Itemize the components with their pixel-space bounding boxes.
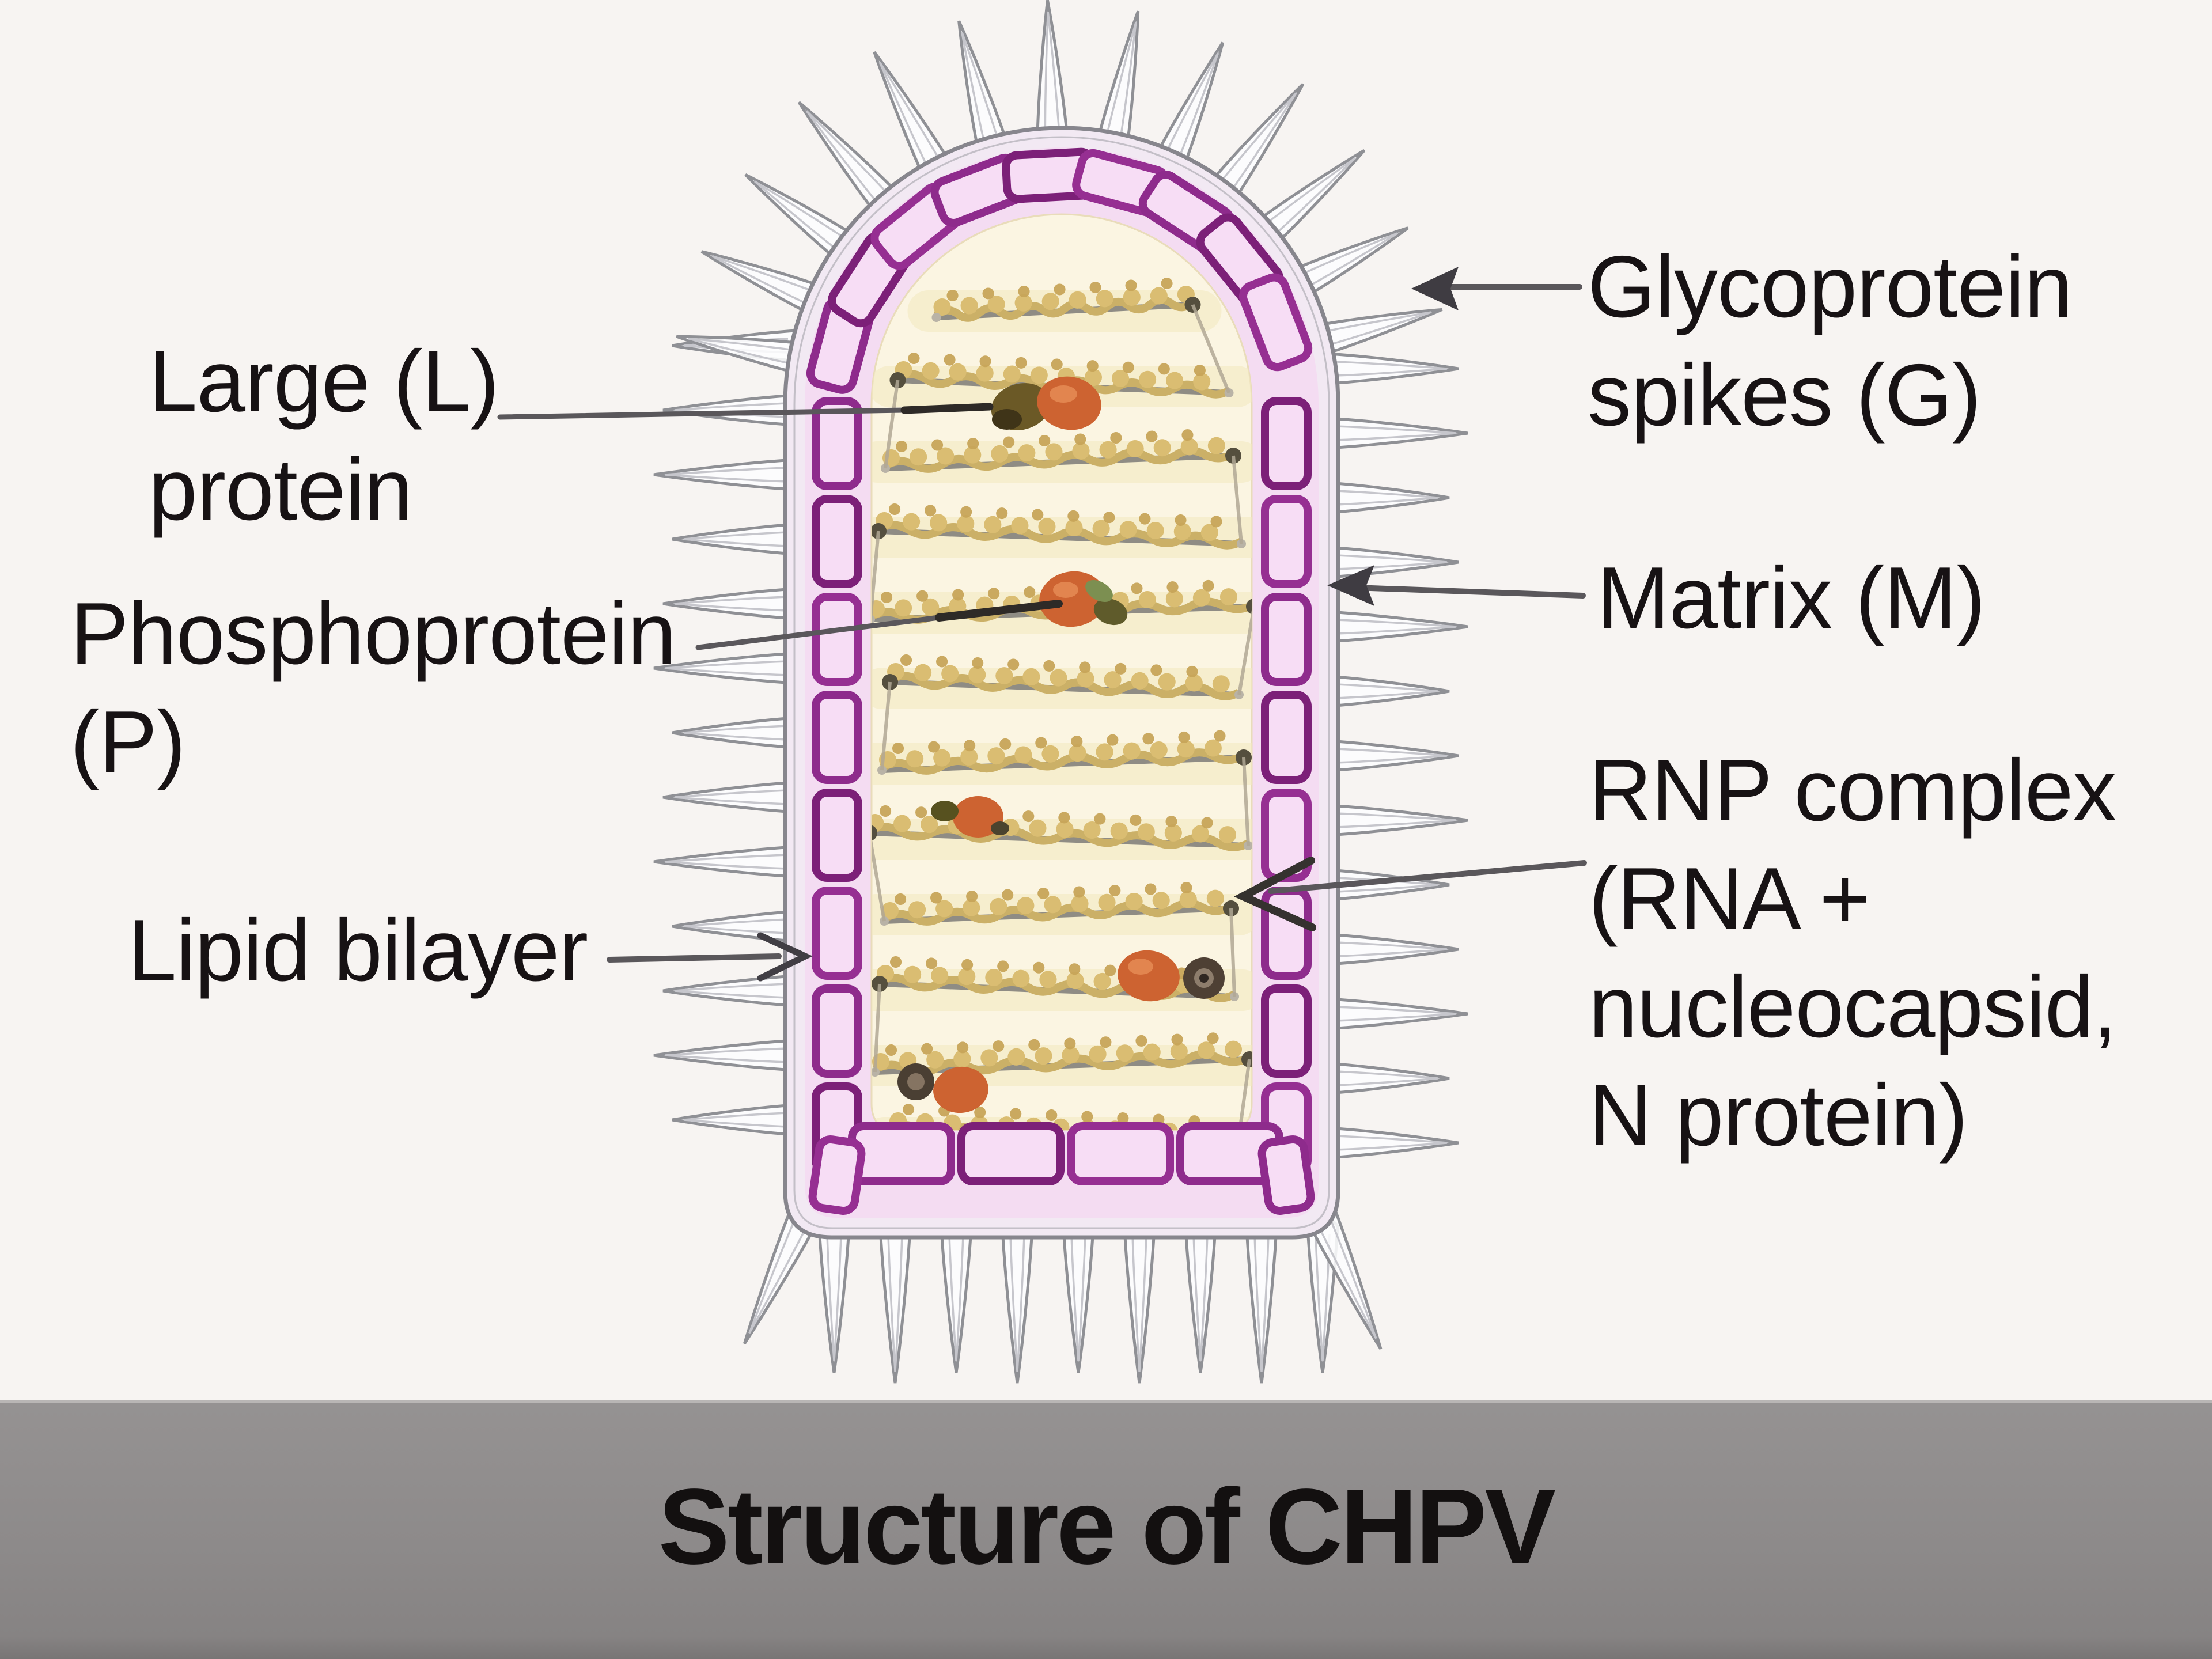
phosphoprotein-leader-line: [695, 615, 942, 650]
label-matrix: Matrix (M): [1597, 544, 1986, 652]
glycoprotein-spike-icon: [1319, 933, 1459, 966]
large-l-protein-blob: [991, 376, 1101, 430]
glycoprotein-spike-icon: [817, 1218, 851, 1373]
lipid-bilayer-leader-line: [607, 953, 782, 963]
matrix-brick: [1261, 887, 1312, 980]
rnp-protein-blob-a: [931, 796, 1009, 838]
glycoprotein-spike-icon: [653, 652, 804, 685]
matrix-layer: [806, 147, 1315, 1215]
glycoprotein-spike-icon: [672, 910, 804, 943]
glycoprotein-spike-icon: [1001, 1218, 1034, 1384]
label-line: (P): [70, 693, 186, 791]
glycoprotein-spike-icon: [653, 458, 804, 491]
matrix-brick: [1261, 593, 1312, 686]
matrix-brick: [812, 593, 862, 686]
label-line: protein: [149, 441, 413, 539]
rnp-strand: [872, 654, 1252, 709]
glycoprotein-spike-icon: [672, 522, 804, 556]
rnp-coil: [872, 277, 1252, 1130]
phosphoprotein-leader-line: [935, 600, 1063, 622]
rnp-strand: [872, 956, 1252, 1011]
rnp-strand: [872, 805, 1252, 860]
glycoprotein-spike-icon: [1319, 352, 1459, 385]
glycoprotein-spike-icon: [653, 845, 804, 878]
glycoprotein-spike-icon: [1319, 610, 1468, 643]
label-line: N protein): [1589, 1066, 1968, 1164]
glycoprotein-spike-icon: [1062, 1218, 1095, 1373]
label-large-l-protein: Large (L) protein: [149, 327, 499, 544]
glycoprotein-spike-icon: [1319, 997, 1468, 1031]
matrix-brick: [812, 984, 862, 1078]
label-line: (RNA +: [1589, 850, 1870, 948]
matrix-brick: [1261, 984, 1312, 1078]
matrix-brick: [1239, 273, 1313, 372]
matrix-brick: [1067, 1122, 1174, 1185]
glycoprotein-spike-icon: [1036, 0, 1069, 147]
rnp-leader-line: [1268, 860, 1587, 894]
label-line: Lipid bilayer: [128, 902, 588, 999]
arrowhead-left-icon: [1327, 565, 1374, 606]
leader-lines: [497, 267, 1587, 982]
glycoprotein-spike-icon: [1123, 1218, 1156, 1384]
glycoprotein-spike-icon: [1319, 416, 1468, 450]
rnp-strand: [872, 881, 1252, 935]
rnp-protein-blob-c: [897, 1063, 988, 1113]
matrix-brick: [957, 1122, 1065, 1185]
phosphoprotein-blob: [1039, 571, 1128, 627]
matrix-brick: [812, 887, 862, 980]
arrowhead-left-icon: [1411, 267, 1459, 310]
matrix-brick: [812, 397, 862, 490]
glycoprotein-spike-icon: [1319, 739, 1459, 772]
label-phosphoprotein: Phosphoprotein (P): [70, 579, 676, 796]
rnp-strand: [872, 730, 1252, 785]
glycoprotein-spike-icon: [1319, 804, 1468, 837]
glycoprotein-spike-icon: [662, 974, 804, 1007]
large-l-leader-line: [900, 403, 994, 414]
glycoprotein-spike-icon: [1245, 1218, 1278, 1384]
rnp-strand: [872, 1032, 1252, 1086]
label-line: nucleocapsid,: [1589, 958, 2118, 1056]
title-bar: Structure of CHPV: [0, 1400, 2212, 1659]
rnp-strand: [907, 277, 1222, 332]
glycoprotein-spike-icon: [672, 716, 804, 749]
label-glycoprotein-spikes: Glycoprotein spikes (G): [1588, 233, 2073, 449]
matrix-brick: [812, 691, 862, 784]
matrix-brick: [808, 1135, 866, 1215]
glycoprotein-spike-icon: [672, 1103, 804, 1137]
figure-title: Structure of CHPV: [658, 1467, 1556, 1586]
glycoprotein-spike-icon: [878, 1218, 912, 1384]
label-line: Matrix (M): [1597, 549, 1986, 647]
label-line: Glycoprotein: [1588, 238, 2073, 336]
glycoprotein-spike-icon: [1184, 1218, 1217, 1373]
glycoprotein-spike-icon: [1319, 546, 1459, 579]
matrix-leader-line: [1352, 585, 1586, 599]
matrix-brick: [1261, 495, 1312, 588]
matrix-brick: [848, 1122, 955, 1185]
glycoprotein-spike-icon: [662, 587, 804, 620]
matrix-brick: [1257, 1135, 1315, 1215]
arrowhead-right-icon: [757, 932, 813, 982]
large-l-leader-line: [497, 407, 907, 420]
matrix-brick: [1261, 397, 1312, 490]
label-line: Phosphoprotein: [70, 585, 676, 683]
glycoprotein-spike-icon: [653, 1039, 804, 1072]
rnp-protein-blob-b: [1118, 950, 1225, 1002]
label-line: spikes (G): [1588, 346, 1982, 444]
label-rnp-complex: RNP complex (RNA + nucleocapsid, N prote…: [1589, 736, 2118, 1169]
arrowhead-left-icon: [1234, 857, 1316, 931]
glycoprotein-spike-icon: [940, 1218, 973, 1373]
protein-blobs: [897, 376, 1225, 1113]
label-lipid-bilayer: Lipid bilayer: [128, 896, 588, 1005]
glycoprotein-spike-icon: [662, 781, 804, 814]
matrix-brick: [812, 495, 862, 588]
glycoprotein-spike-icon: [1319, 1126, 1459, 1160]
matrix-brick: [812, 789, 862, 882]
label-line: Large (L): [149, 332, 499, 430]
label-line: RNP complex: [1589, 741, 2116, 839]
rnp-strand: [872, 503, 1252, 558]
matrix-brick: [1261, 691, 1312, 784]
